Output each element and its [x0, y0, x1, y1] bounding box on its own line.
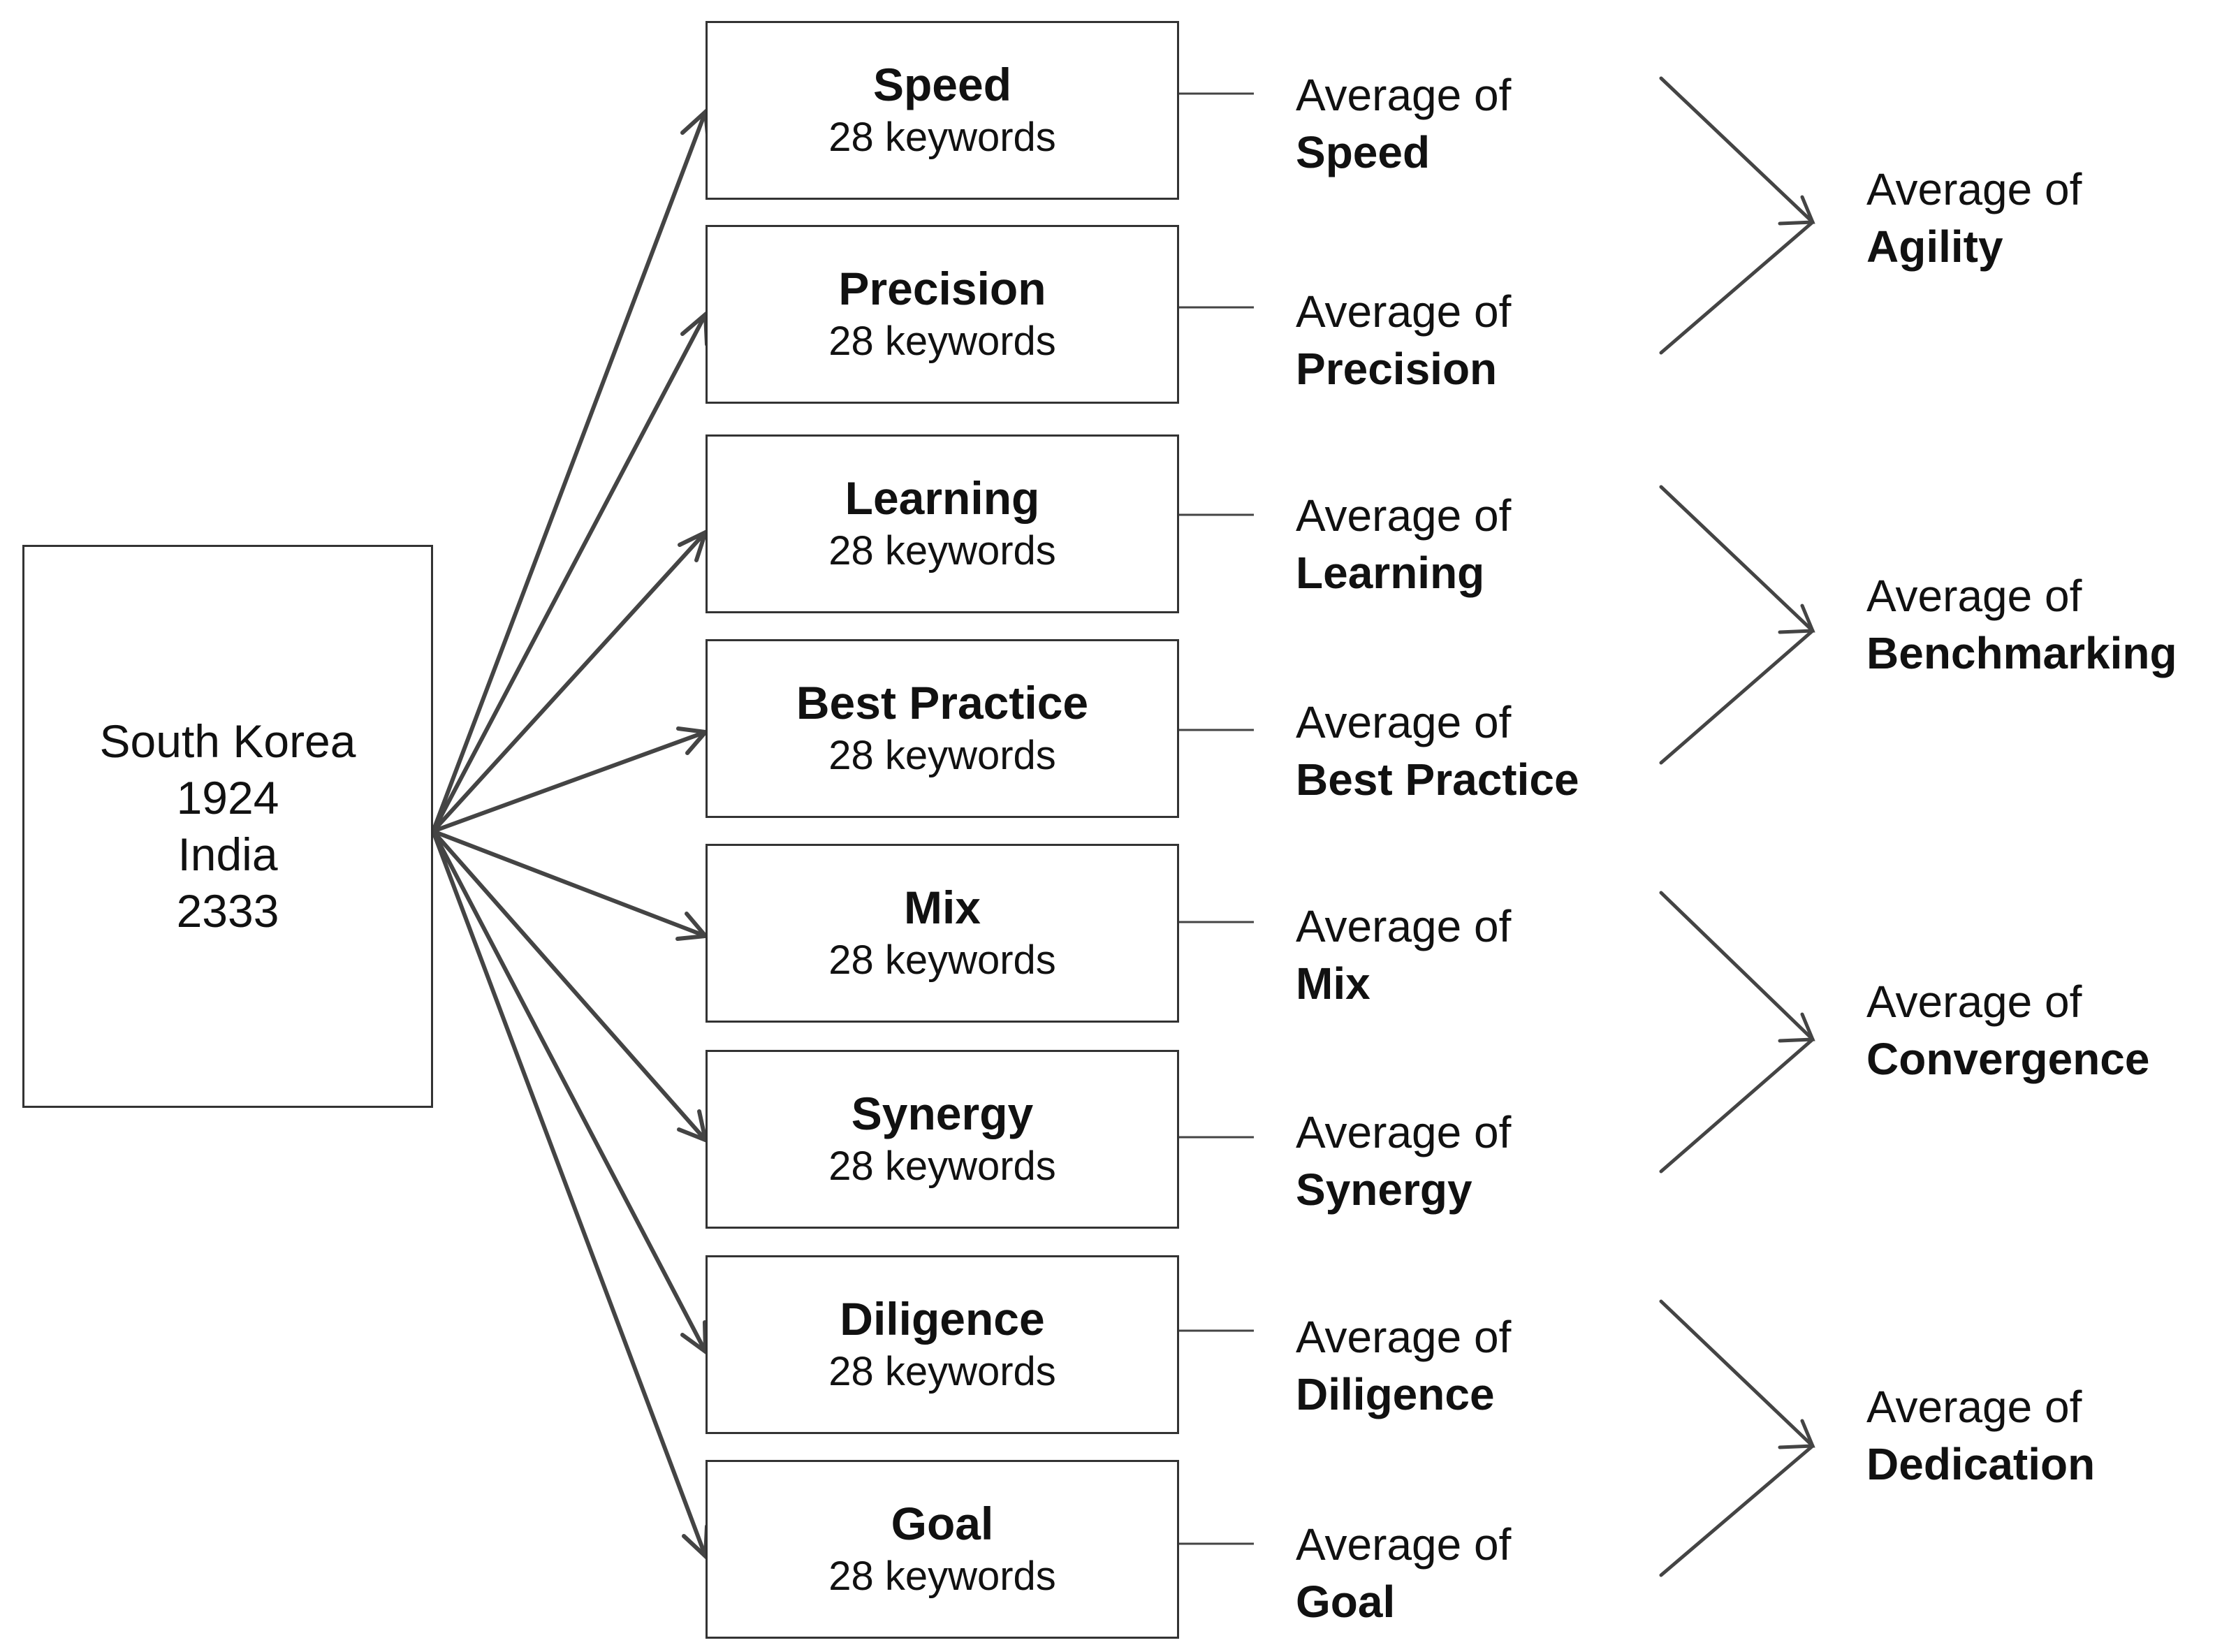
dimension-connectors: [1179, 92, 1254, 1545]
merge-diligence-dedication: [1659, 1299, 1815, 1448]
composite-convergence: Average of Convergence: [1866, 973, 2149, 1088]
merge-best-practice-benchmarking: [1659, 629, 1815, 765]
composite-label: Average of: [1866, 164, 2082, 214]
average-label: Average of: [1296, 490, 1512, 541]
source-line-count-1: 1924: [176, 772, 279, 824]
dimension-keyword-count: 28 keywords: [828, 733, 1056, 778]
composite-agility: Average of Agility: [1866, 161, 2082, 275]
dimension-box-mix: Mix 28 keywords: [706, 844, 1179, 1023]
arrow-to-synergy: [431, 829, 708, 1142]
average-name: Goal: [1296, 1577, 1396, 1627]
composite-name: Convergence: [1866, 1034, 2150, 1084]
fanout-arrows: [431, 107, 710, 1561]
source-line-country-1: South Korea: [99, 715, 356, 767]
average-label: Average of: [1296, 1519, 1512, 1570]
source-box: South Korea 1924 India 2333: [22, 545, 433, 1108]
composite-name: Dedication: [1866, 1439, 2096, 1489]
dimension-keyword-count: 28 keywords: [828, 937, 1056, 983]
average-label: Average of: [1296, 697, 1512, 747]
dimension-name: Diligence: [840, 1293, 1045, 1345]
dimension-keyword-count: 28 keywords: [828, 1143, 1056, 1189]
dimension-keyword-count: 28 keywords: [828, 528, 1056, 573]
merge-precision-agility: [1659, 220, 1815, 355]
average-label: Average of: [1296, 1312, 1512, 1362]
average-label: Average of: [1296, 1107, 1512, 1157]
average-best-practice: Average of Best Practice: [1296, 694, 1579, 808]
dimension-keyword-count: 28 keywords: [828, 319, 1056, 364]
merge-mix-convergence: [1659, 891, 1815, 1041]
average-label: Average of: [1296, 901, 1512, 951]
average-synergy: Average of Synergy: [1296, 1104, 1511, 1218]
source-line-count-2: 2333: [176, 885, 279, 937]
average-goal: Average of Goal: [1296, 1516, 1511, 1630]
arrow-to-best-practice: [431, 730, 708, 833]
arrowhead-agility: [1778, 195, 1815, 226]
composite-name: Agility: [1866, 221, 2003, 272]
merge-goal-dedication: [1659, 1444, 1815, 1577]
arrow-to-precision: [431, 312, 708, 833]
merge-learning-benchmarking: [1659, 485, 1815, 633]
average-learning: Average of Learning: [1296, 487, 1511, 601]
average-name: Best Practice: [1296, 754, 1579, 805]
average-name: Learning: [1296, 548, 1485, 598]
average-speed: Average of Speed: [1296, 66, 1511, 181]
composite-name: Benchmarking: [1866, 628, 2177, 678]
dimension-box-learning: Learning 28 keywords: [706, 434, 1179, 613]
dimension-name: Learning: [845, 472, 1040, 524]
dimension-name: Precision: [838, 263, 1046, 314]
arrow-to-speed: [431, 110, 708, 833]
composite-label: Average of: [1866, 977, 2082, 1027]
arrow-to-goal: [431, 829, 708, 1558]
arrow-to-mix: [431, 829, 708, 938]
dimension-keyword-count: 28 keywords: [828, 1349, 1056, 1394]
average-name: Diligence: [1296, 1369, 1495, 1419]
dimension-box-best-practice: Best Practice 28 keywords: [706, 639, 1179, 818]
merge-speed-agility: [1659, 76, 1815, 224]
arrowhead-convergence: [1778, 1012, 1815, 1043]
dimension-box-precision: Precision 28 keywords: [706, 225, 1179, 404]
composite-dedication: Average of Dedication: [1866, 1378, 2095, 1493]
average-name: Mix: [1296, 958, 1370, 1009]
dimension-box-goal: Goal 28 keywords: [706, 1460, 1179, 1639]
dimension-name: Synergy: [851, 1088, 1034, 1139]
dimension-name: Best Practice: [796, 677, 1089, 729]
average-mix: Average of Mix: [1296, 898, 1511, 1012]
dimension-name: Speed: [872, 59, 1012, 110]
average-name: Precision: [1296, 344, 1498, 394]
arrowhead-benchmarking: [1778, 604, 1815, 634]
average-label: Average of: [1296, 70, 1512, 120]
arrowhead-precision: [680, 309, 709, 346]
average-name: Speed: [1296, 127, 1431, 177]
dimension-name: Mix: [903, 882, 981, 933]
composite-label: Average of: [1866, 571, 2082, 621]
merge-synergy-convergence: [1659, 1037, 1815, 1174]
composite-label: Average of: [1866, 1382, 2082, 1432]
average-precision: Average of Precision: [1296, 283, 1511, 397]
source-line-country-2: India: [177, 828, 278, 880]
dimension-name: Goal: [891, 1498, 994, 1549]
average-diligence: Average of Diligence: [1296, 1308, 1511, 1423]
dimension-box-diligence: Diligence 28 keywords: [706, 1255, 1179, 1434]
dimension-keyword-count: 28 keywords: [828, 115, 1056, 160]
merge-arrows: [1659, 76, 1815, 1577]
arrow-to-learning: [431, 530, 708, 833]
composite-benchmarking: Average of Benchmarking: [1866, 567, 2177, 682]
arrow-to-diligence: [431, 829, 708, 1354]
dimension-box-synergy: Synergy 28 keywords: [706, 1050, 1179, 1229]
dimension-keyword-count: 28 keywords: [828, 1554, 1056, 1599]
average-name: Synergy: [1296, 1164, 1472, 1215]
average-label: Average of: [1296, 286, 1512, 337]
arrowhead-dedication: [1778, 1419, 1815, 1449]
dimension-box-speed: Speed 28 keywords: [706, 21, 1179, 200]
